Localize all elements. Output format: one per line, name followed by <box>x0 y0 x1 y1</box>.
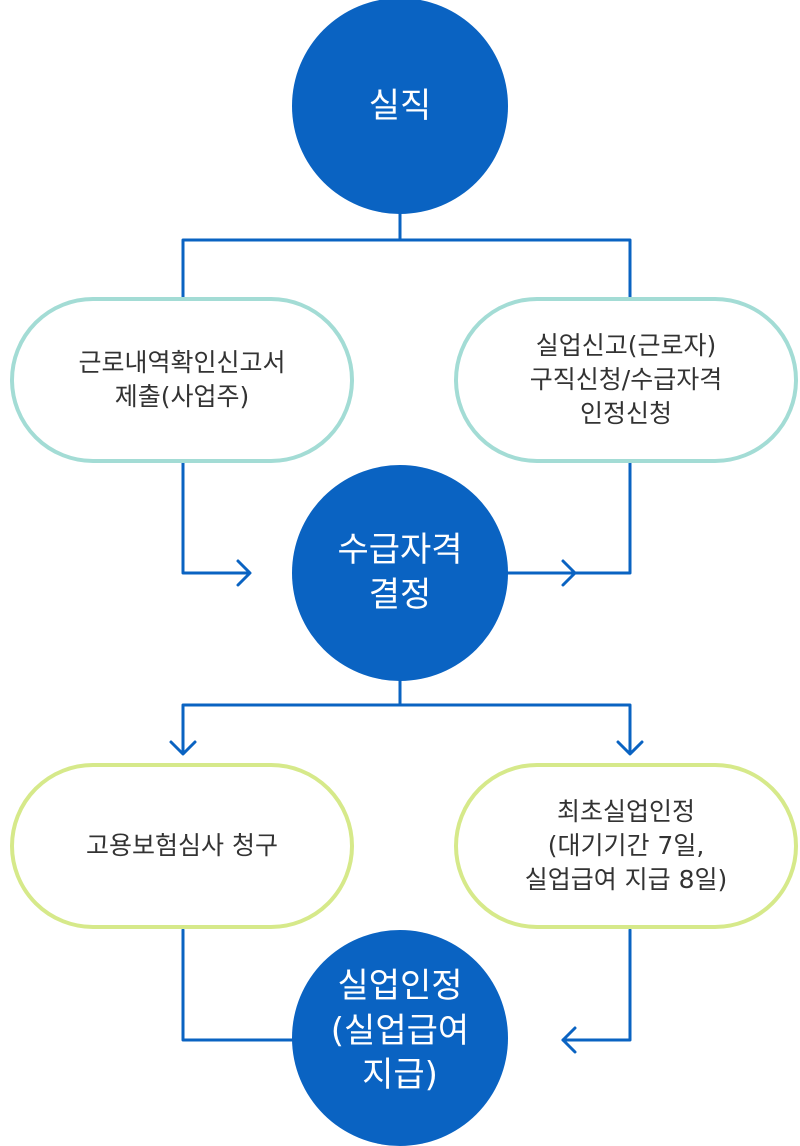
node-first-recognition: 최초실업인정 (대기기간 7일, 실업급여 지급 8일) <box>454 763 798 929</box>
arrow-into-recognition <box>561 1026 577 1054</box>
node-job-loss: 실직 <box>292 0 508 214</box>
arrow-down-left <box>169 740 197 756</box>
node-first-recognition-line-3: 실업급여 지급 8일) <box>524 865 728 894</box>
arrow-right-decision <box>561 559 577 587</box>
node-insurance-review-line-1: 고용보험심사 청구 <box>86 831 278 860</box>
connector-decision-split <box>181 676 632 754</box>
node-recognition-payment: 실업인정 (실업급여 지급) <box>292 930 508 1146</box>
node-unemployment-report-line-1: 실업신고(근로자) <box>535 331 717 360</box>
node-insurance-review: 고용보험심사 청구 <box>10 763 354 929</box>
node-unemployment-report-line-2: 구직신청/수급자격 <box>529 365 723 394</box>
node-employment-report-line-1: 근로내역확인신고서 <box>78 348 286 377</box>
node-recognition-payment-line-1: 실업인정 <box>337 965 463 1006</box>
connector-right-to-decision <box>503 458 632 575</box>
node-first-recognition-line-1: 최초실업인정 <box>556 797 695 826</box>
connector-left-to-recognition <box>181 928 302 1042</box>
node-first-recognition-line-2: (대기기간 7일, <box>547 831 705 860</box>
node-job-loss-line-1: 실직 <box>368 85 432 126</box>
node-employment-report-line-2: 제출(사업주) <box>114 382 250 411</box>
node-unemployment-report: 실업신고(근로자) 구직신청/수급자격 인정신청 <box>454 297 798 463</box>
connector-job-loss-split <box>181 198 632 302</box>
node-employment-report: 근로내역확인신고서 제출(사업주) <box>10 297 354 463</box>
arrow-left-decision <box>236 559 252 587</box>
node-recognition-payment-line-3: 지급) <box>362 1055 438 1096</box>
node-eligibility-decision-line-2: 결정 <box>368 575 432 615</box>
node-recognition-payment-line-2: (실업급여 <box>330 1010 470 1051</box>
connector-left-to-decision <box>181 458 250 575</box>
node-eligibility-decision-line-1: 수급자격 <box>337 530 463 571</box>
arrow-down-right <box>616 740 644 756</box>
connector-right-to-recognition <box>561 928 632 1042</box>
node-unemployment-report-line-3: 인정신청 <box>579 399 672 428</box>
node-eligibility-decision: 수급자격 결정 <box>292 465 508 681</box>
